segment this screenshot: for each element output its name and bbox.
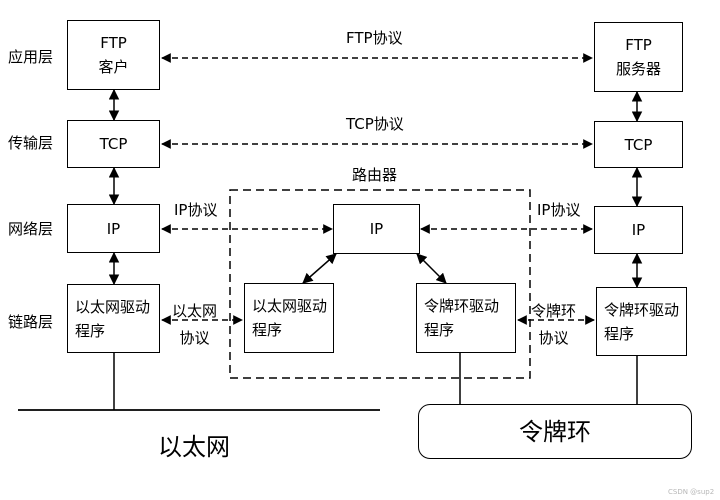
eth-driver-left-box: 以太网驱动 程序 [67,284,160,353]
tcp-left-box: TCP [67,120,160,168]
ftp-server-box: FTP 服务器 [594,22,683,92]
ip-protocol-label-right: IP协议 [537,201,581,219]
tcp-right-box: TCP [594,121,683,168]
ip-protocol-label-left: IP协议 [174,201,218,219]
token-driver-router-box: 令牌环驱动 程序 [416,283,516,353]
layer-label-network: 网络层 [8,220,54,238]
eth-driver-router-box: 以太网驱动 程序 [244,283,334,353]
ftp-client-box: FTP 客户 [67,20,160,90]
ip-left-box: IP [67,204,160,253]
ftp-protocol-label: FTP协议 [346,29,403,47]
layer-label-link: 链路层 [8,313,54,331]
ethernet-label: 以太网 [158,433,230,461]
arrow-router-ip-token [416,253,447,284]
arrow-router-ip-eth [302,253,337,284]
router-label: 路由器 [352,166,398,184]
token-driver-right-box: 令牌环驱动 程序 [596,287,687,356]
layer-label-transport: 传输层 [8,134,54,152]
ip-right-box: IP [594,206,683,254]
token-ring-protocol-label: 令牌环 协议 [531,302,577,347]
watermark: CSDN @sup2 [668,488,715,496]
token-ring-box: 令牌环 [418,404,692,459]
router-boundary [229,189,531,379]
tcp-protocol-label: TCP协议 [346,115,404,133]
layer-label-application: 应用层 [8,48,54,66]
ethernet-protocol-label: 以太网 协议 [172,302,218,347]
ip-router-box: IP [333,204,420,254]
